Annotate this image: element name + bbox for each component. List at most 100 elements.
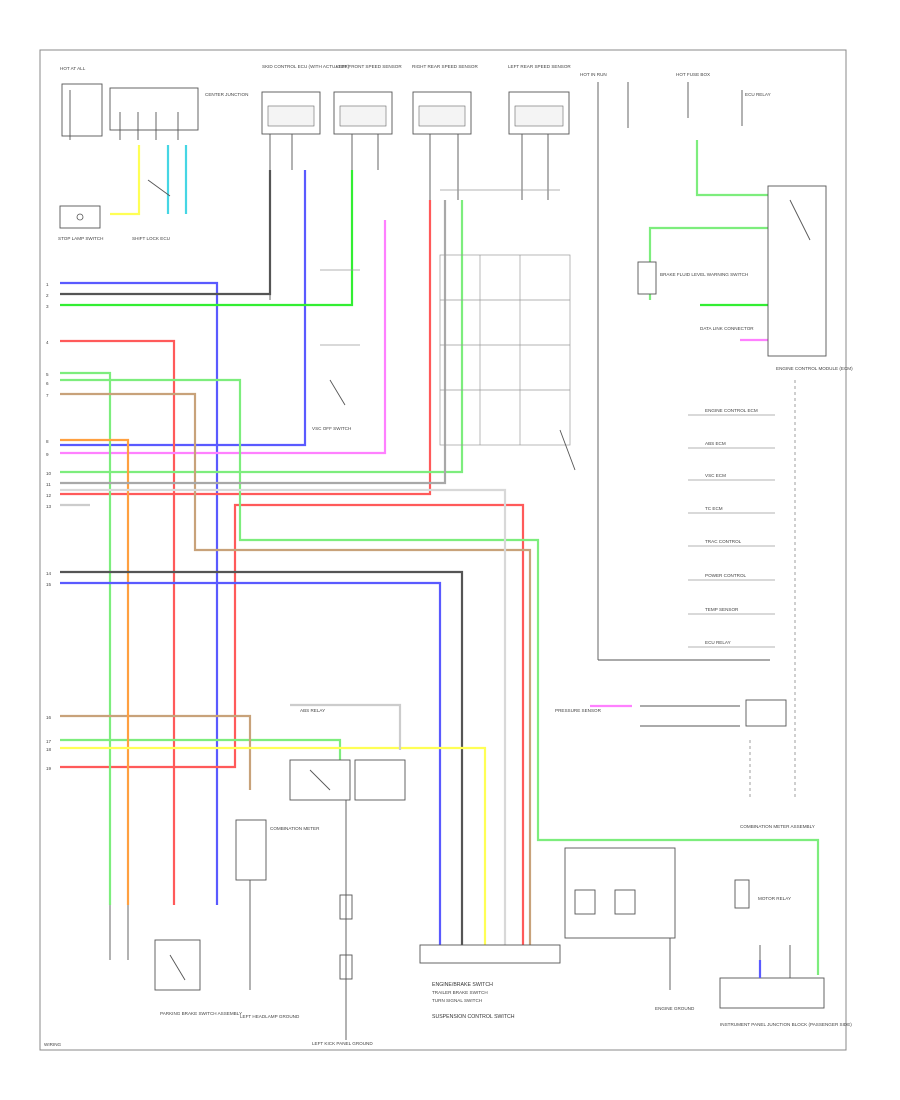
label-mode-trac: TRAC CONTROL — [705, 539, 742, 544]
left-ground: LEFT HEADLAMP GROUND — [240, 880, 300, 1019]
ecu-verticals — [269, 134, 560, 300]
label-data-link: DATA LINK CONNECTOR — [700, 326, 754, 331]
hot-at-all-times-fuse: HOT AT ALL CENTER JUNCTION — [60, 66, 248, 140]
combination-meter-left: COMBINATION METER — [235, 819, 320, 881]
label-mode-abs: ABS ECM — [705, 441, 726, 446]
label-ecu-relay: ECU RELAY — [745, 92, 771, 97]
wire-gray-lower — [290, 703, 402, 750]
label-mode-ecm: ENGINE CONTROL ECM — [705, 408, 758, 413]
svg-text:17: 17 — [46, 739, 52, 744]
svg-text:11: 11 — [46, 482, 51, 487]
svg-text:15: 15 — [46, 582, 52, 587]
svg-text:19: 19 — [46, 766, 52, 771]
wire-black-1 — [60, 170, 272, 296]
label-left-ground: LEFT HEADLAMP GROUND — [240, 1014, 300, 1019]
motor-relay: PRESSURE SENSOR — [555, 659, 787, 800]
label-turn-switch: TURN SIGNAL SWITCH — [432, 998, 482, 1003]
label-mode-tc: TC ECM — [705, 506, 723, 511]
svg-text:9: 9 — [46, 452, 49, 457]
svg-text:8: 8 — [46, 439, 49, 444]
label-switch-assembly: ENGINE/BRAKE SWITCH — [432, 982, 493, 988]
label-hot-at-all-times: HOT AT ALL — [60, 66, 86, 71]
label-ecu-top2: LEFT FRONT SPEED SENSOR — [336, 64, 402, 69]
label-combination-meter: COMBINATION METER — [270, 826, 320, 831]
svg-text:18: 18 — [46, 747, 52, 752]
label-stop-lamp-switch: STOP LAMP SWITCH — [58, 236, 103, 241]
label-suspension-switch: SUSPENSION CONTROL SWITCH — [432, 1014, 515, 1020]
wire-tan-1 — [60, 392, 532, 945]
hot-in-run: HOT IN RUN HOT FUSE BOX ECU RELAY — [580, 72, 771, 660]
wire-lightgreen-1 — [60, 371, 112, 905]
label-abs-relay: ABS RELAY — [300, 708, 325, 713]
wire-red-3 — [60, 503, 525, 945]
label-combination-meter-assembly: COMBINATION METER ASSEMBLY — [740, 824, 815, 829]
svg-text:7: 7 — [46, 393, 49, 398]
label-ecu-top3: RIGHT REAR SPEED SENSOR — [412, 64, 478, 69]
shift-lock-ecu: SHIFT LOCK ECU — [132, 179, 171, 241]
wire-gray-1 — [60, 200, 447, 485]
label-brake-fluid-level: BRAKE FLUID LEVEL WARNING SWITCH — [660, 272, 748, 277]
svg-text:5: 5 — [46, 372, 49, 377]
wire-red-1 — [60, 339, 176, 905]
label-ecu-top1: SKID CONTROL ECU (WITH ACTUATOR) — [262, 64, 350, 69]
label-shift-lock-ecu: SHIFT LOCK ECU — [132, 236, 170, 241]
wire-black-2 — [60, 570, 464, 945]
svg-text:4: 4 — [46, 340, 49, 345]
wire-red-2 — [60, 200, 432, 496]
svg-text:12: 12 — [46, 493, 52, 498]
label-mode-vsc: VSC ECM — [705, 473, 726, 478]
wire-tan-2 — [60, 714, 252, 790]
wire-blue-2 — [60, 170, 307, 447]
wire-blue-top — [60, 281, 219, 905]
switch-assembly: ENGINE/BRAKE SWITCH TRAILER BRAKE SWITCH… — [419, 944, 561, 1020]
ecu-box-1: SKID CONTROL ECU (WITH ACTUATOR) — [261, 64, 350, 135]
label-mode-ecu: ECU RELAY — [705, 640, 731, 645]
ecu-box-2: LEFT FRONT SPEED SENSOR — [333, 64, 402, 135]
wire-lightgreen-4 — [60, 738, 342, 760]
svg-text:10: 10 — [46, 471, 52, 476]
wire-yellow-lower — [60, 746, 487, 945]
wire-lightgreen-3 — [60, 200, 464, 474]
center-bottom-relays: LEFT KICK PANEL GROUND — [312, 800, 373, 1046]
diagram-border — [39, 49, 847, 1051]
label-engine-ground: ENGINE GROUND — [655, 1006, 695, 1011]
wire-green-1 — [60, 170, 354, 307]
wire-yellow-stop-lamp — [110, 145, 141, 216]
center-grid — [439, 254, 576, 471]
label-center-junction: CENTER JUNCTION — [205, 92, 248, 97]
abs-relay: ABS RELAY — [289, 708, 406, 801]
svg-text:3: 3 — [46, 304, 49, 309]
wire-white-1 — [60, 488, 507, 945]
label-engine-control-module: ENGINE CONTROL MODULE (ECM) — [776, 366, 853, 371]
label-mode-temp: TEMP SENSOR — [705, 607, 739, 612]
label-left-kick-panel: LEFT KICK PANEL GROUND — [312, 1041, 373, 1046]
wire-blue-3 — [60, 581, 442, 945]
wire-green-right-1 — [695, 140, 772, 197]
label-parking-brake-switch: PARKING BRAKE SWITCH ASSEMBLY — [160, 1011, 242, 1016]
right-function-rows: ENGINE CONTROL ECM ABS ECM VSC ECM TC EC… — [688, 380, 796, 800]
label-hot-in-run: HOT IN RUN — [580, 72, 607, 77]
wire-lightgreen-2 — [60, 378, 820, 975]
svg-text:13: 13 — [46, 504, 52, 509]
svg-text:6: 6 — [46, 381, 49, 386]
switch-bottom-left: PARKING BRAKE SWITCH ASSEMBLY — [109, 905, 242, 1016]
stop-lamp-switch: STOP LAMP SWITCH — [58, 205, 103, 241]
engine-control-module: ENGINE CONTROL MODULE (ECM) BRAKE FLUID … — [637, 185, 853, 371]
svg-text:14: 14 — [46, 571, 52, 576]
footer-label: WIRING — [44, 1042, 62, 1047]
wire-pink-1 — [60, 220, 387, 455]
center-switch-group: VSC OFF SWITCH — [312, 269, 360, 431]
label-ecu-top4: LEFT REAR SPEED SENSOR — [508, 64, 571, 69]
wire-orange-1 — [60, 438, 130, 905]
ecu-box-4: LEFT REAR SPEED SENSOR — [508, 64, 571, 135]
label-mode-power: POWER CONTROL — [705, 573, 747, 578]
lower-right-block: ENGINE GROUND MOTOR RELAY — [564, 847, 791, 1011]
label-switch-assembly-2: TRAILER BRAKE SWITCH — [432, 990, 488, 995]
svg-text:16: 16 — [46, 715, 52, 720]
combination-meter-assembly: COMBINATION METER ASSEMBLY INSTRUMENT PA… — [719, 824, 852, 1027]
ecu-box-3: RIGHT REAR SPEED SENSOR — [412, 64, 478, 135]
wire-green-right-2 — [648, 226, 772, 300]
label-junction-block: INSTRUMENT PANEL JUNCTION BLOCK (PASSENG… — [720, 1022, 852, 1027]
